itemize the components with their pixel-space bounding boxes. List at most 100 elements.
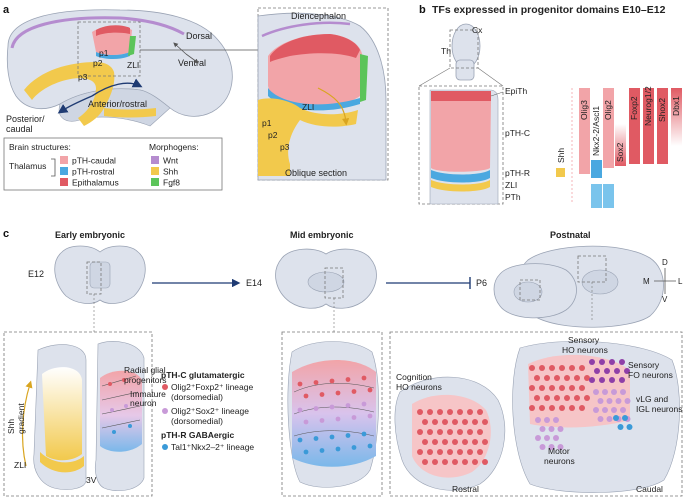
caudal-ho-dot: [539, 405, 545, 411]
legend-swatch-structure: [60, 178, 68, 186]
caudal-ho-dot: [579, 385, 585, 391]
tf-label-sox2: Sox2: [615, 142, 625, 162]
rostral-cognition-dot: [472, 459, 478, 465]
domain-label-pthc: pTH-C: [505, 128, 530, 138]
legend-swatch-structure: [60, 167, 68, 175]
motor-neuron-dot: [535, 435, 541, 441]
axis-m: M: [643, 277, 650, 286]
mid-neuron-dot: [319, 392, 325, 397]
stage-postnatal: Postnatal: [550, 230, 591, 240]
mid-neuron-dot: [345, 377, 351, 382]
epithalamus: [96, 25, 130, 36]
rostral-cognition-dot: [467, 429, 473, 435]
stage-early: Early embryonic: [55, 230, 125, 240]
mid-neuron-dot: [361, 401, 367, 407]
postnatal-detail-box: [389, 331, 683, 497]
gaba-title: pTH-R GABAergic: [161, 430, 234, 440]
mid-detail-box: [281, 331, 383, 497]
motor-neuron-dot: [544, 435, 550, 441]
vlg-igl-dot: [622, 415, 628, 421]
mid-neuron-dot: [345, 403, 351, 408]
lineage-legend: pTH-C glutamatergic Olig2⁺Foxp2⁺ lineage…: [161, 370, 254, 452]
axis-d: D: [662, 258, 668, 267]
zoom-p1: p1: [262, 118, 272, 128]
mid-neuron-dot: [335, 446, 341, 452]
tf-bar-shox2: [657, 88, 668, 164]
tf-bar-sox2: [615, 124, 626, 166]
wnt-domain: [10, 16, 185, 49]
pn-sensory-fo2: FO neurons: [628, 370, 673, 380]
legend-a: Brain structures: Morphogens: Thalamus p…: [3, 137, 223, 191]
zoom-p3: p3: [280, 142, 290, 152]
motor-neuron-dot: [544, 417, 550, 423]
rostral-cognition-dot: [452, 419, 458, 425]
zoom-epithalamus: [270, 34, 360, 62]
rostral-cognition-dot: [427, 429, 433, 435]
sensory-ho-dot: [599, 359, 605, 365]
tf-bar-nkx-pthr: [591, 160, 602, 178]
legend-structures-title: Brain structures:: [9, 142, 71, 152]
label-dorsal: Dorsal: [186, 31, 212, 41]
early-diencephalon: [21, 341, 145, 491]
mid-neuron-dot: [367, 443, 373, 449]
sensory-fo-dot: [602, 389, 608, 395]
zoom-fgf8: [360, 54, 368, 102]
rostral-cognition-dot: [462, 459, 468, 465]
caudal-ho-dot: [574, 375, 580, 381]
motor-neuron-dot: [539, 444, 546, 450]
mid-neuron-dot: [351, 445, 357, 450]
early-immature2: neuron: [130, 398, 157, 408]
motor-neuron-dot: [548, 444, 555, 450]
mid-neuron-dot: [313, 380, 319, 385]
rostral-cognition-dot: [482, 459, 488, 465]
rostral-cognition-dot: [417, 449, 423, 455]
caudal-ho-dot: [564, 375, 570, 381]
early-radial2: progenitors: [124, 375, 167, 385]
age-p6: P6: [476, 278, 487, 288]
pn-vlg2: IGL neurons: [636, 404, 682, 414]
zoom-shh: [258, 98, 358, 176]
sensory-fo-dot: [597, 398, 604, 404]
shh-domain: [24, 62, 115, 126]
zoom-box-p6-rostral: [519, 279, 541, 301]
tf-bar-dbx1: [671, 88, 682, 146]
caudal-ho-dot: [564, 395, 570, 401]
mid-neuron-dot: [367, 413, 373, 419]
tf-label-nkx: Nkx2-2/Ascl1: [591, 106, 601, 156]
pn-motor1: Motor: [548, 446, 570, 456]
early-zli: ZLI: [14, 460, 26, 470]
rostral-cognition-dot: [477, 449, 483, 455]
tf-bar-olig2: [603, 88, 614, 168]
mid-neuron-dot: [367, 387, 373, 393]
tf-expression-chart: [579, 88, 682, 208]
brain-e12: [54, 245, 146, 304]
mid-neuron-dot: [303, 449, 309, 455]
domain-epith: [431, 91, 491, 101]
mid-neuron-dot: [351, 389, 357, 394]
rostral-cognition-dot: [467, 449, 473, 455]
sensory-ho-dot: [594, 368, 600, 374]
axis-l: L: [678, 277, 683, 286]
caudal-ho-dot: [529, 365, 535, 371]
mid-diencephalon: [287, 341, 379, 488]
legend-label-morphogen: Fgf8: [163, 178, 180, 188]
pn-caudal: Caudal: [636, 484, 663, 494]
tf-label-neurog: Neurog1/2: [643, 86, 653, 126]
rostral-cognition-dot: [422, 459, 428, 465]
domain-pthc: [431, 101, 491, 172]
tf-bar-foxp2: [629, 88, 640, 164]
tf-bar-olig3: [579, 88, 590, 174]
caudal-ho-dot: [544, 375, 550, 381]
rostral-cognition-dot: [442, 459, 448, 465]
sensory-fo-dot: [620, 389, 626, 395]
mid-neuron-dot: [303, 393, 309, 399]
mid-neuron-dot: [297, 437, 303, 443]
tf-label-shox2: Shox2: [657, 98, 667, 122]
thalamus-pth-rostral: [96, 52, 130, 59]
rostral-cognition-dot: [447, 449, 453, 455]
caudal-ho-dot: [569, 385, 575, 391]
shh-swatch: [556, 168, 565, 177]
rostral-cognition-dot: [457, 409, 463, 415]
mini-brain-b: [451, 23, 481, 81]
